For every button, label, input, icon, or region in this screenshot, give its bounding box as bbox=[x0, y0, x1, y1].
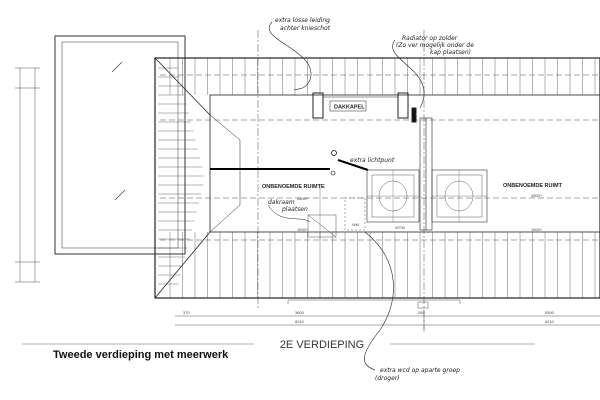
room-label-left: ONBENOEMDE RUIMTE bbox=[262, 184, 325, 190]
annotation-pipe: extra losse leiding achter knieschot bbox=[269, 17, 331, 91]
svg-text:extra lichtpunt: extra lichtpunt bbox=[350, 157, 395, 164]
svg-text:extra losse leiding: extra losse leiding bbox=[275, 17, 330, 24]
walls bbox=[210, 150, 369, 176]
laundry-area bbox=[307, 185, 366, 240]
stairs bbox=[366, 169, 488, 223]
height-label-left: 2800+ bbox=[297, 196, 309, 201]
roof-tile-hatching bbox=[158, 58, 596, 298]
svg-text:achter knieschot: achter knieschot bbox=[280, 25, 331, 32]
wm-label: WM bbox=[352, 222, 359, 227]
drawing-title: 2E VERDIEPING bbox=[22, 339, 535, 351]
vertical-dimensions bbox=[15, 67, 40, 283]
dormer bbox=[312, 92, 417, 123]
svg-text:2E VERDIEPING: 2E VERDIEPING bbox=[280, 339, 364, 351]
roof-window-left bbox=[54, 35, 186, 255]
svg-text:(droger): (droger) bbox=[375, 375, 400, 382]
dim-bottom-2: 6210 bbox=[545, 319, 555, 324]
horizontal-dimensions bbox=[175, 299, 600, 332]
height-label-right: 2800+ bbox=[531, 193, 543, 198]
shaft bbox=[419, 117, 433, 231]
svg-text:dakraam: dakraam bbox=[268, 199, 295, 206]
svg-text:kap plaatsen): kap plaatsen) bbox=[430, 49, 471, 56]
svg-text:extra wcd op aparte groep: extra wcd op aparte groep bbox=[380, 367, 460, 374]
dim-top-1: 370 bbox=[183, 310, 190, 315]
svg-text:plaatsen: plaatsen bbox=[281, 206, 308, 213]
annotation-skylight: dakraam plaatsen bbox=[267, 199, 311, 223]
dakkapel-label: DAKKAPEL bbox=[334, 105, 365, 111]
annotation-light: extra lichtpunt bbox=[350, 157, 395, 164]
roof-plan bbox=[154, 30, 600, 330]
dim-bottom-1: 6010 bbox=[295, 319, 305, 324]
svg-text:(Zo ver mogelijk onder de: (Zo ver mogelijk onder de bbox=[396, 42, 474, 49]
caption: Tweede verdieping met meerwerk bbox=[53, 349, 229, 361]
dim-top-3: 260 bbox=[418, 310, 425, 315]
annotation-radiator: Radiator op zolder (Zo ver mogelijk onde… bbox=[392, 35, 474, 109]
room-label-right: ONBENOEMDE RUIMT bbox=[503, 183, 563, 189]
wtw-label: WTW bbox=[395, 225, 405, 230]
svg-text:Radiator op zolder: Radiator op zolder bbox=[402, 35, 458, 42]
low-height-label-left: 1500+ bbox=[297, 227, 309, 232]
dim-top-4: 5500 bbox=[545, 310, 555, 315]
low-height-label-right: 1500+ bbox=[531, 227, 543, 232]
dim-top-2: 3600 bbox=[295, 310, 305, 315]
annotation-socket: extra wcd op aparte groep (droger) bbox=[364, 231, 460, 382]
